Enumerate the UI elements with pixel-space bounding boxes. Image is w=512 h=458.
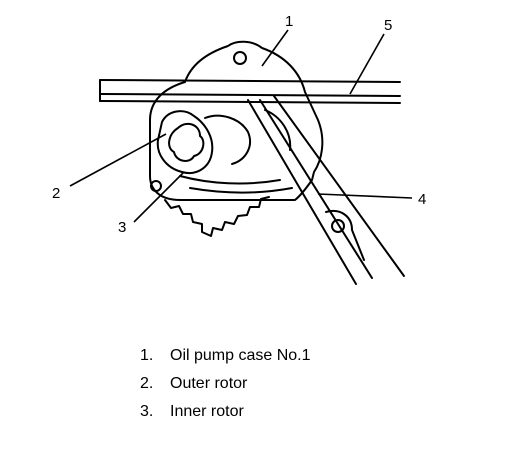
legend-item: 3. Inner rotor — [140, 398, 311, 426]
oil-pump-diagram: 1 5 2 3 4 — [52, 13, 426, 285]
callout-number-2: 2 — [52, 185, 60, 202]
drain-plug — [150, 180, 162, 192]
feeler-gauge-edge — [247, 99, 357, 285]
leader-line-1 — [261, 29, 289, 67]
outer-rotor-outline — [156, 110, 214, 174]
inner-rotor-outline — [168, 122, 205, 162]
feeler-gauge-edge — [273, 95, 405, 277]
straight-edge-top — [99, 79, 401, 83]
pump-passage — [179, 175, 281, 185]
legend-item: 1. Oil pump case No.1 — [140, 342, 311, 370]
feeler-gauge-tab — [325, 210, 365, 261]
callout-number-1: 1 — [285, 13, 293, 30]
legend-item: 2. Outer rotor — [140, 370, 311, 398]
pump-passage — [189, 187, 293, 194]
oil-pump-case-outline — [149, 40, 324, 201]
leader-line-3 — [133, 171, 185, 223]
legend-label: Oil pump case No.1 — [170, 347, 311, 364]
legend-label: Inner rotor — [170, 403, 244, 420]
legend-number: 3. — [140, 403, 154, 420]
legend-label: Outer rotor — [170, 375, 248, 392]
feeler-gauge-edge — [259, 99, 373, 279]
legend-number: 2. — [140, 375, 154, 392]
leader-line-2 — [69, 133, 167, 187]
leader-line-4 — [317, 193, 413, 199]
callout-number-3: 3 — [118, 219, 126, 236]
feeler-gauge-rivet — [331, 219, 345, 233]
pump-passage — [204, 114, 251, 165]
pump-passage — [264, 109, 292, 151]
timing-sprocket-teeth — [164, 196, 270, 237]
mounting-hole — [233, 51, 247, 65]
straight-edge-bottom — [99, 93, 401, 97]
legend-number: 1. — [140, 347, 154, 364]
leader-line-5 — [349, 33, 385, 95]
callout-number-5: 5 — [384, 17, 392, 34]
parts-legend: 1. Oil pump case No.1 2. Outer rotor 3. … — [140, 342, 311, 426]
callout-number-4: 4 — [418, 191, 426, 208]
